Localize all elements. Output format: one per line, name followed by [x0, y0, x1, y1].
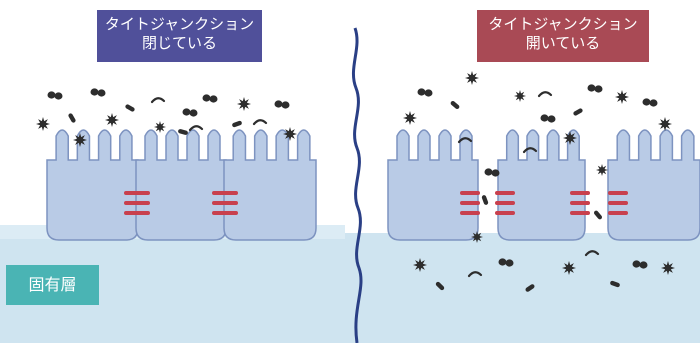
spiky-germ-icon-r8 — [471, 231, 483, 243]
label-open-line1: タイトジャンクション — [477, 15, 649, 34]
junction-open-b1-2 — [570, 201, 590, 205]
epithelial-cell-closed-1 — [47, 130, 138, 240]
double-dot-icon-l2-b — [98, 89, 106, 96]
label-junction-closed: タイトジャンクション 閉じている — [97, 10, 262, 62]
double-dot-icon-r3-a — [643, 98, 651, 105]
epithelial-cell-open-1 — [388, 130, 478, 240]
double-dot-icon-r6-b — [506, 259, 514, 266]
double-dot-icon-r6-a — [499, 258, 507, 265]
double-dot-icon-l3-b — [210, 95, 218, 102]
double-dot-icon-l5-a — [183, 108, 191, 115]
curved-bacteria-icon-l3 — [190, 126, 202, 130]
double-dot-icon-r5-b — [492, 169, 500, 176]
double-dot-icon-l1-a — [48, 91, 56, 98]
double-dot-icon-r4-a — [541, 114, 549, 121]
epithelium-open — [388, 130, 700, 240]
double-dot-icon-l2 — [91, 88, 106, 96]
double-dot-icon-l1-b — [55, 92, 63, 99]
double-dot-icon-l4-a — [275, 100, 283, 107]
epithelium-closed — [47, 130, 316, 240]
double-dot-icon-l5-b — [190, 109, 198, 116]
rod-bacteria-icon-r1 — [450, 100, 460, 110]
spiky-germ-icon-r7 — [596, 164, 608, 176]
junction-closed-a-3 — [124, 211, 150, 215]
double-dot-icon-l5 — [183, 108, 198, 116]
spiky-germ-icon-l3 — [105, 113, 119, 127]
rod-bacteria-icon-r2 — [573, 108, 584, 117]
double-dot-icon-r5-a — [485, 168, 493, 175]
spiky-germ-icon-l5 — [237, 97, 251, 111]
spiky-germ-icon-l2 — [73, 133, 87, 147]
junction-open-a1-1 — [460, 191, 480, 195]
junction-closed-b-3 — [212, 211, 238, 215]
spiky-germ-icon-r11 — [661, 261, 675, 275]
rod-bacteria-icon-r3 — [481, 195, 489, 206]
junction-open-b2-2 — [608, 201, 628, 205]
spiky-germ-icon-l6 — [283, 127, 297, 141]
label-closed-line2: 閉じている — [97, 34, 262, 53]
spiky-germ-icon-l4 — [154, 121, 166, 133]
double-dot-icon-l3-a — [203, 94, 211, 101]
junction-open-a1-3 — [460, 211, 480, 215]
junction-closed-b-1 — [212, 191, 238, 195]
junction-closed-a-2 — [124, 201, 150, 205]
junction-open-a2-3 — [495, 211, 515, 215]
double-dot-icon-r4 — [541, 114, 556, 122]
spiky-germ-icon-l1 — [36, 117, 50, 131]
double-dot-icon-r4-b — [548, 115, 556, 122]
junction-open-b1-3 — [570, 211, 590, 215]
rod-bacteria-icon-l3 — [68, 113, 77, 124]
double-dot-icon-l4-b — [282, 101, 290, 108]
junction-closed-b-2 — [212, 201, 238, 205]
spiky-germ-icon-r9 — [413, 258, 427, 272]
double-dot-icon-l3 — [203, 94, 218, 102]
junction-open-a2-2 — [495, 201, 515, 205]
double-dot-icon-r1-b — [425, 89, 433, 96]
spiky-germ-icon-r1 — [403, 111, 417, 125]
spiky-germ-icon-r5 — [615, 90, 629, 104]
double-dot-icon-r3-b — [650, 99, 658, 106]
epithelial-cell-open-2 — [498, 130, 585, 240]
double-dot-icon-r2 — [588, 84, 603, 92]
junction-open-a2-1 — [495, 191, 515, 195]
spiky-germ-icon-r3 — [514, 90, 526, 102]
double-dot-icon-r2-a — [588, 84, 596, 91]
junction-open-b1-1 — [570, 191, 590, 195]
double-dot-icon-r1 — [418, 88, 433, 96]
double-dot-icon-l1 — [48, 91, 63, 99]
curved-bacteria-icon-r5 — [539, 92, 551, 96]
spiky-germ-icon-r10 — [562, 261, 576, 275]
rod-bacteria-icon-l1 — [125, 104, 136, 113]
double-dot-icon-l4 — [275, 100, 290, 108]
epithelial-cell-open-3 — [608, 130, 700, 240]
label-lamina-propria: 固有層 — [6, 265, 99, 305]
junction-open-b2-1 — [608, 191, 628, 195]
rod-bacteria-icon-l2 — [232, 120, 243, 128]
epithelial-cell-closed-2 — [136, 130, 226, 240]
double-dot-icon-r3 — [643, 98, 658, 106]
junction-closed-a-1 — [124, 191, 150, 195]
double-dot-icon-l2-a — [91, 88, 99, 95]
double-dot-icon-r7-a — [633, 260, 641, 267]
double-dot-icon-r7-b — [640, 261, 648, 268]
spiky-germ-icon-r2 — [465, 71, 479, 85]
label-closed-line1: タイトジャンクション — [97, 15, 262, 34]
spiky-germ-icon-r6 — [658, 117, 672, 131]
label-open-line2: 開いている — [477, 34, 649, 53]
rod-bacteria-icon-l4 — [178, 129, 189, 136]
junction-open-b2-3 — [608, 211, 628, 215]
junction-open-a1-2 — [460, 201, 480, 205]
double-dot-icon-r2-b — [595, 85, 603, 92]
epithelial-cell-closed-3 — [224, 130, 316, 240]
curved-bacteria-icon-l1 — [152, 98, 164, 102]
rod-bacteria-icon-r4 — [593, 210, 603, 220]
curved-bacteria-icon-l2 — [254, 120, 266, 124]
double-dot-icon-r1-a — [418, 88, 426, 95]
lamina-propria-band — [0, 233, 700, 343]
spiky-germ-icon-r4 — [563, 131, 577, 145]
label-junction-open: タイトジャンクション 開いている — [477, 10, 649, 62]
